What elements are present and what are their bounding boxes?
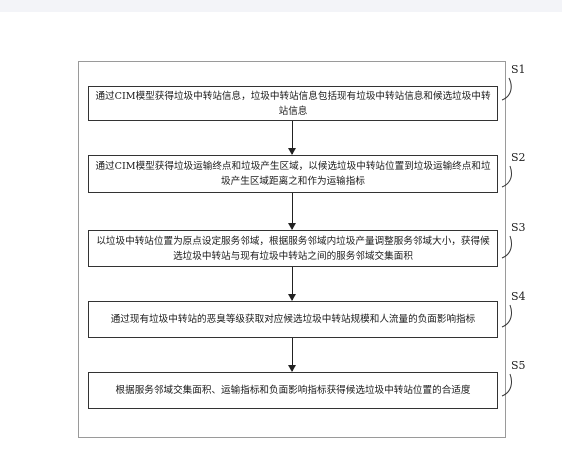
step-box-s4: 通过现有垃圾中转站的恶臭等级获取对应候选垃圾中转站规模和人流量的负面影响指标 — [88, 301, 498, 338]
arrow-s4-s5 — [288, 338, 296, 372]
step-box-s2: 通过CIM模型获得垃圾运输终点和垃圾产生区域，以候选垃圾中转站位置到垃圾运输终点… — [88, 155, 498, 193]
step-label-s4: S4 — [511, 290, 526, 303]
step-text-s1: 通过CIM模型获得垃圾中转站信息，垃圾中转站信息包括现有垃圾中转站信息和候选垃圾… — [95, 90, 491, 117]
step-text-s3: 以垃圾中转站位置为原点设定服务邻域，根据服务邻域内垃圾产量调整服务邻域大小，获得… — [96, 235, 490, 262]
step-text-s2: 通过CIM模型获得垃圾运输终点和垃圾产生区域，以候选垃圾中转站位置到垃圾运输终点… — [95, 161, 491, 187]
arrow-s3-s4 — [288, 267, 296, 301]
step-box-s3: 以垃圾中转站位置为原点设定服务邻域，根据服务邻域内垃圾产量调整服务邻域大小，获得… — [88, 230, 498, 267]
step-text-s4: 通过现有垃圾中转站的恶臭等级获取对应候选垃圾中转站规模和人流量的负面影响指标 — [110, 314, 476, 325]
step-label-s2: S2 — [511, 151, 526, 164]
step-label-s1: S1 — [511, 63, 526, 76]
arrow-s1-s2 — [288, 121, 296, 155]
step-text-s5: 根据服务邻域交集面积、运输指标和负面影响指标获得候选垃圾中转站位置的合适度 — [115, 385, 471, 396]
flowchart-frame — [78, 61, 506, 438]
step-label-s3: S3 — [511, 221, 526, 234]
top-bar — [0, 0, 562, 12]
step-label-s5: S5 — [511, 359, 526, 372]
arrow-s2-s3 — [288, 193, 296, 230]
step-box-s1: 通过CIM模型获得垃圾中转站信息，垃圾中转站信息包括现有垃圾中转站信息和候选垃圾… — [88, 86, 498, 121]
step-box-s5: 根据服务邻域交集面积、运输指标和负面影响指标获得候选垃圾中转站位置的合适度 — [88, 372, 498, 409]
